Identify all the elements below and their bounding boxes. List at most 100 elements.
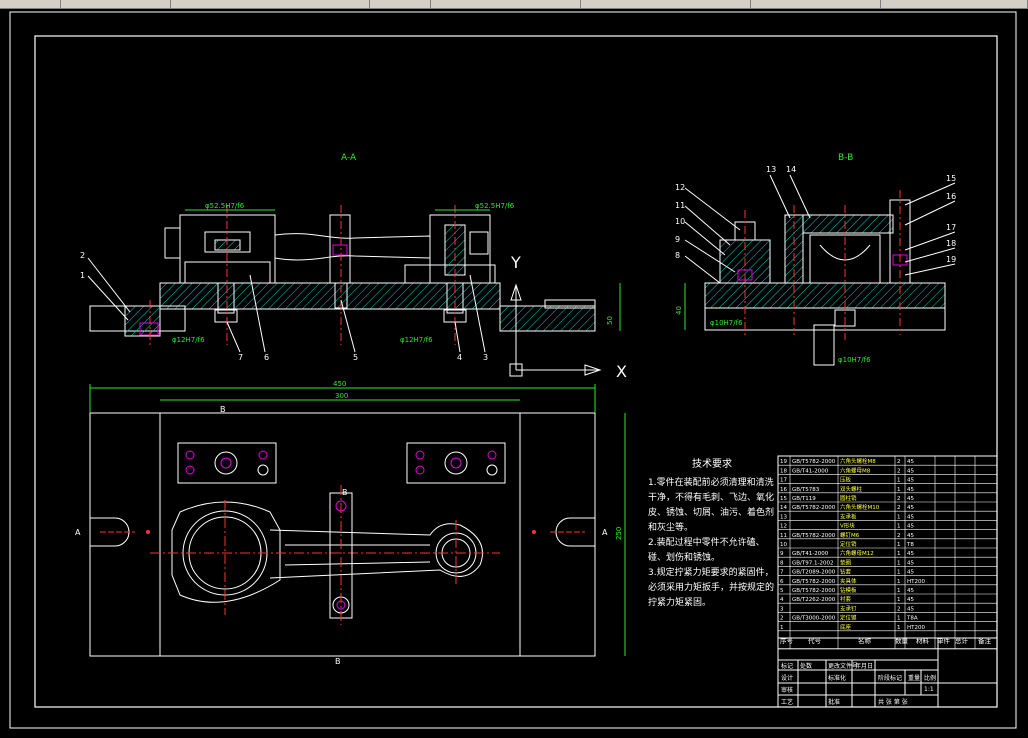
toolbar-segment[interactable] [61,0,171,8]
part-cell: GB/T5782-2000 [792,579,836,585]
leader-line [904,247,956,263]
part-cell: T8 [906,542,914,548]
left-key [124,305,161,337]
pin-hole [185,465,195,475]
leader-line [904,182,956,206]
fit-callout: φ12H7/f6 [400,336,433,344]
part-cell: GB/T2262-2000 [792,597,836,603]
part-cell: GB/T97.1-2002 [792,560,833,566]
part-name: 底座 [840,623,852,631]
bolt-7 [217,282,235,314]
part-name: 压板 [840,476,852,484]
part-cell: GB/T5783 [792,487,820,493]
part-cell: GB/T119 [792,496,816,502]
pin-hole [185,450,195,460]
tb-text: 比例 [924,674,936,682]
leader-line [904,263,956,276]
marker-dot [146,530,150,534]
dim-text-overall: 450 [333,380,346,388]
tb-text: 阶段标记 [878,674,902,682]
part-name: 螺钉M6 [840,531,860,539]
pin-hole [257,464,269,476]
leader-line [684,221,726,256]
x-arrow [584,364,602,376]
leader-line [769,174,791,219]
fit-callout: φ52.5H7/f6 [205,202,245,210]
parts-header-cell: 总计 [955,636,969,645]
toolbar-segment[interactable] [751,0,882,8]
part-cell: 45 [907,560,914,566]
dim-text-inner: 300 [335,392,348,400]
middle-nut [332,244,348,256]
drawing-svg: A-A [9,11,1017,729]
right-clamp [469,231,489,255]
tech-requirement-item: 2.装配过程中零件不允许磕、碰、划伤和锈蚀。 [648,538,765,563]
connecting-rod-plan [150,500,500,615]
toolbar-segment[interactable] [431,0,582,8]
tb-text: 工艺 [781,698,793,706]
toolbar-segment[interactable] [881,0,1028,8]
tb-text: 审核 [781,686,793,694]
part-number: 15 [780,496,787,502]
bolt-circle [214,451,238,475]
bb-top-plate [802,214,894,234]
part-cell: GB/T3000-2000 [792,616,836,622]
part-cell: 2 [897,533,901,539]
part-cell: 1 [897,514,901,520]
tech-requirement-item: 3.规定拧紧力矩要求的紧固件，必须采用力矩扳手，并按规定的拧紧力矩紧固。 [648,568,775,608]
part-name: 圆柱销 [840,494,857,502]
right-foot [499,305,596,332]
part-number: 7 [780,570,784,576]
section-mark-b: B [335,657,341,666]
part-cell: 2 [897,606,901,612]
part-name: 钻套 [840,568,852,576]
part-number: 12 [780,524,787,530]
cad-drawing-canvas[interactable]: A-A [0,9,1028,734]
toolbar-segment[interactable] [370,0,432,8]
balloon-15: 15 [946,174,956,183]
ucs-icon [509,363,523,377]
part-number: 3 [780,606,784,612]
tb-text: 处数 [800,662,812,670]
dim-text-side: 250 [615,527,623,540]
leader-line [789,174,811,219]
outer-frame [9,11,1017,729]
inner-frame [34,35,998,708]
title-block-frame [777,637,998,708]
pin-hole [487,450,497,460]
left-lug [164,227,181,259]
plan-inner [159,412,521,657]
part-cell: 45 [907,514,914,520]
toolbar-segment[interactable] [0,0,61,8]
balloon-4: 4 [457,353,462,362]
tb-text: 标记 [781,662,793,670]
part-cell: 45 [907,551,914,557]
balloon-7: 7 [238,353,243,362]
part-cell: 45 [907,505,914,511]
parts-header-cell: 代号 [808,636,822,645]
plate-right [406,442,506,484]
pin-hole [486,464,498,476]
bolt-circle [444,451,468,475]
part-cell: GB/T5782-2000 [792,505,836,511]
part-name: 衬套 [840,595,852,603]
part-number: 4 [780,597,784,603]
part-name: 六角头螺栓M8 [840,457,876,465]
toolbar-segment[interactable] [581,0,751,8]
part-cell: 45 [907,524,914,530]
x-axis-label: X [616,362,627,381]
part-number: 10 [780,542,787,548]
parts-header-cell: 材料 [916,636,930,645]
part-name: V形块 [840,522,855,530]
tb-text: 共 张 第 张 [878,698,908,706]
part-name: 六角螺母M8 [840,466,871,474]
part-cell: 45 [907,597,914,603]
connecting-rod-side [274,233,431,261]
balloon-1: 1 [80,271,85,280]
part-cell: 2 [897,468,901,474]
bb-lower-part [813,324,835,366]
toolbar-segment[interactable] [171,0,371,8]
section-aa-view: φ52.5H7/f6 φ52.5H7/f6 φ12H7/f6 φ12H7/f6 … [80,202,627,381]
balloon-19: 19 [946,255,956,264]
part-cell: HT200 [907,625,925,631]
